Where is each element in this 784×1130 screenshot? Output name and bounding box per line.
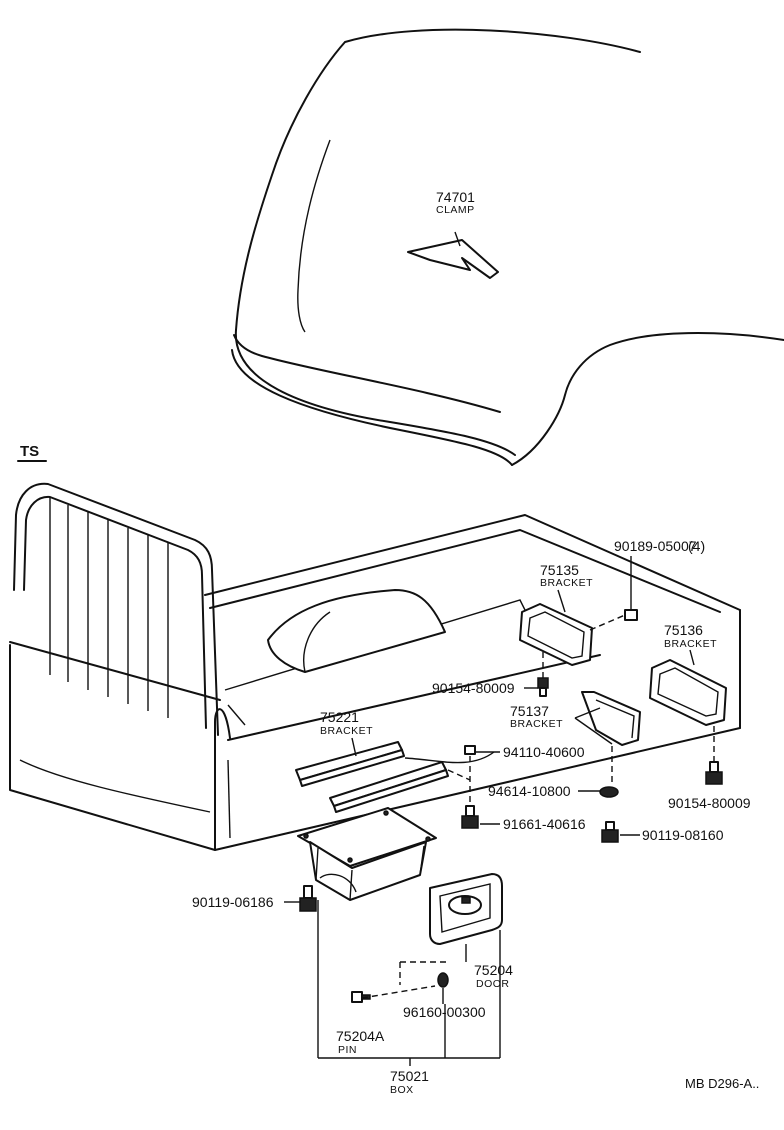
- section-label: TS: [20, 443, 39, 460]
- box-label-bracket: 75021 BOX: [317, 900, 500, 1096]
- nut-94110-40600[interactable]: 94110-40600: [447, 744, 585, 806]
- pin-75204A[interactable]: 75204A PIN: [336, 961, 450, 1056]
- bolt-90119-06186[interactable]: 90119-06186: [192, 885, 317, 912]
- part-number-bolt-40616: 91661-40616: [503, 816, 586, 832]
- door-75204[interactable]: 75204 DOOR: [429, 873, 513, 1058]
- truck-bed: [9, 482, 741, 851]
- part-name-bracket-75137: BRACKET: [510, 718, 563, 730]
- part-name-door: DOOR: [476, 978, 510, 990]
- part-name-bracket-75136: BRACKET: [664, 638, 717, 650]
- clamp-74701[interactable]: 74701 CLAMP: [407, 189, 499, 279]
- part-number-bolt-08160: 90119-08160: [642, 827, 724, 843]
- part-number-bracket-75221: 75221: [320, 709, 359, 725]
- part-number-bolt-80009-lower: 90154-80009: [668, 795, 751, 811]
- diagram-code: MB D296-A..: [685, 1076, 759, 1091]
- part-name-pin: PIN: [338, 1044, 357, 1056]
- part-name-bracket-75135: BRACKET: [540, 577, 593, 589]
- part-number-clamp: 74701: [436, 189, 475, 205]
- part-qty-bolt-05007: (4): [688, 538, 705, 554]
- bracket-75135[interactable]: 75135 BRACKET: [519, 562, 626, 666]
- part-number-nut-40600: 94110-40600: [503, 744, 585, 760]
- washer-94614-10800[interactable]: 94614-10800: [488, 783, 619, 799]
- bolt-90119-08160[interactable]: 90119-08160: [601, 821, 724, 843]
- part-name-clamp: CLAMP: [436, 204, 475, 216]
- part-number-bracket-75137: 75137: [510, 703, 549, 719]
- part-number-bracket-75136: 75136: [664, 622, 703, 638]
- bracket-75136[interactable]: 75136 BRACKET: [649, 622, 727, 762]
- bolt-91661-40616[interactable]: 91661-40616: [461, 805, 586, 832]
- bolt-90154-80009-upper[interactable]: 90154-80009: [432, 652, 549, 697]
- part-number-washer-10800: 94614-10800: [488, 783, 571, 799]
- vehicle-body-outline: [231, 28, 784, 466]
- bolt-90189-05007[interactable]: 90189-05007 (4): [614, 538, 705, 621]
- part-name-bracket-75221: BRACKET: [320, 725, 373, 737]
- part-number-bolt-05007: 90189-05007: [614, 538, 697, 554]
- part-number-bracket-75135: 75135: [540, 562, 579, 578]
- part-number-box: 75021: [390, 1068, 429, 1084]
- part-number-door: 75204: [474, 962, 513, 978]
- part-number-bolt-80009-upper: 90154-80009: [432, 680, 515, 696]
- part-number-pin: 75204A: [336, 1028, 385, 1044]
- bracket-75221[interactable]: 75221 BRACKET: [295, 709, 495, 813]
- bracket-75137[interactable]: 75137 BRACKET: [510, 691, 641, 782]
- bolt-90154-80009-lower[interactable]: 90154-80009: [668, 761, 751, 811]
- part-name-box: BOX: [390, 1084, 414, 1096]
- box-75021[interactable]: [297, 807, 437, 901]
- part-number-bolt-06186: 90119-06186: [192, 894, 274, 910]
